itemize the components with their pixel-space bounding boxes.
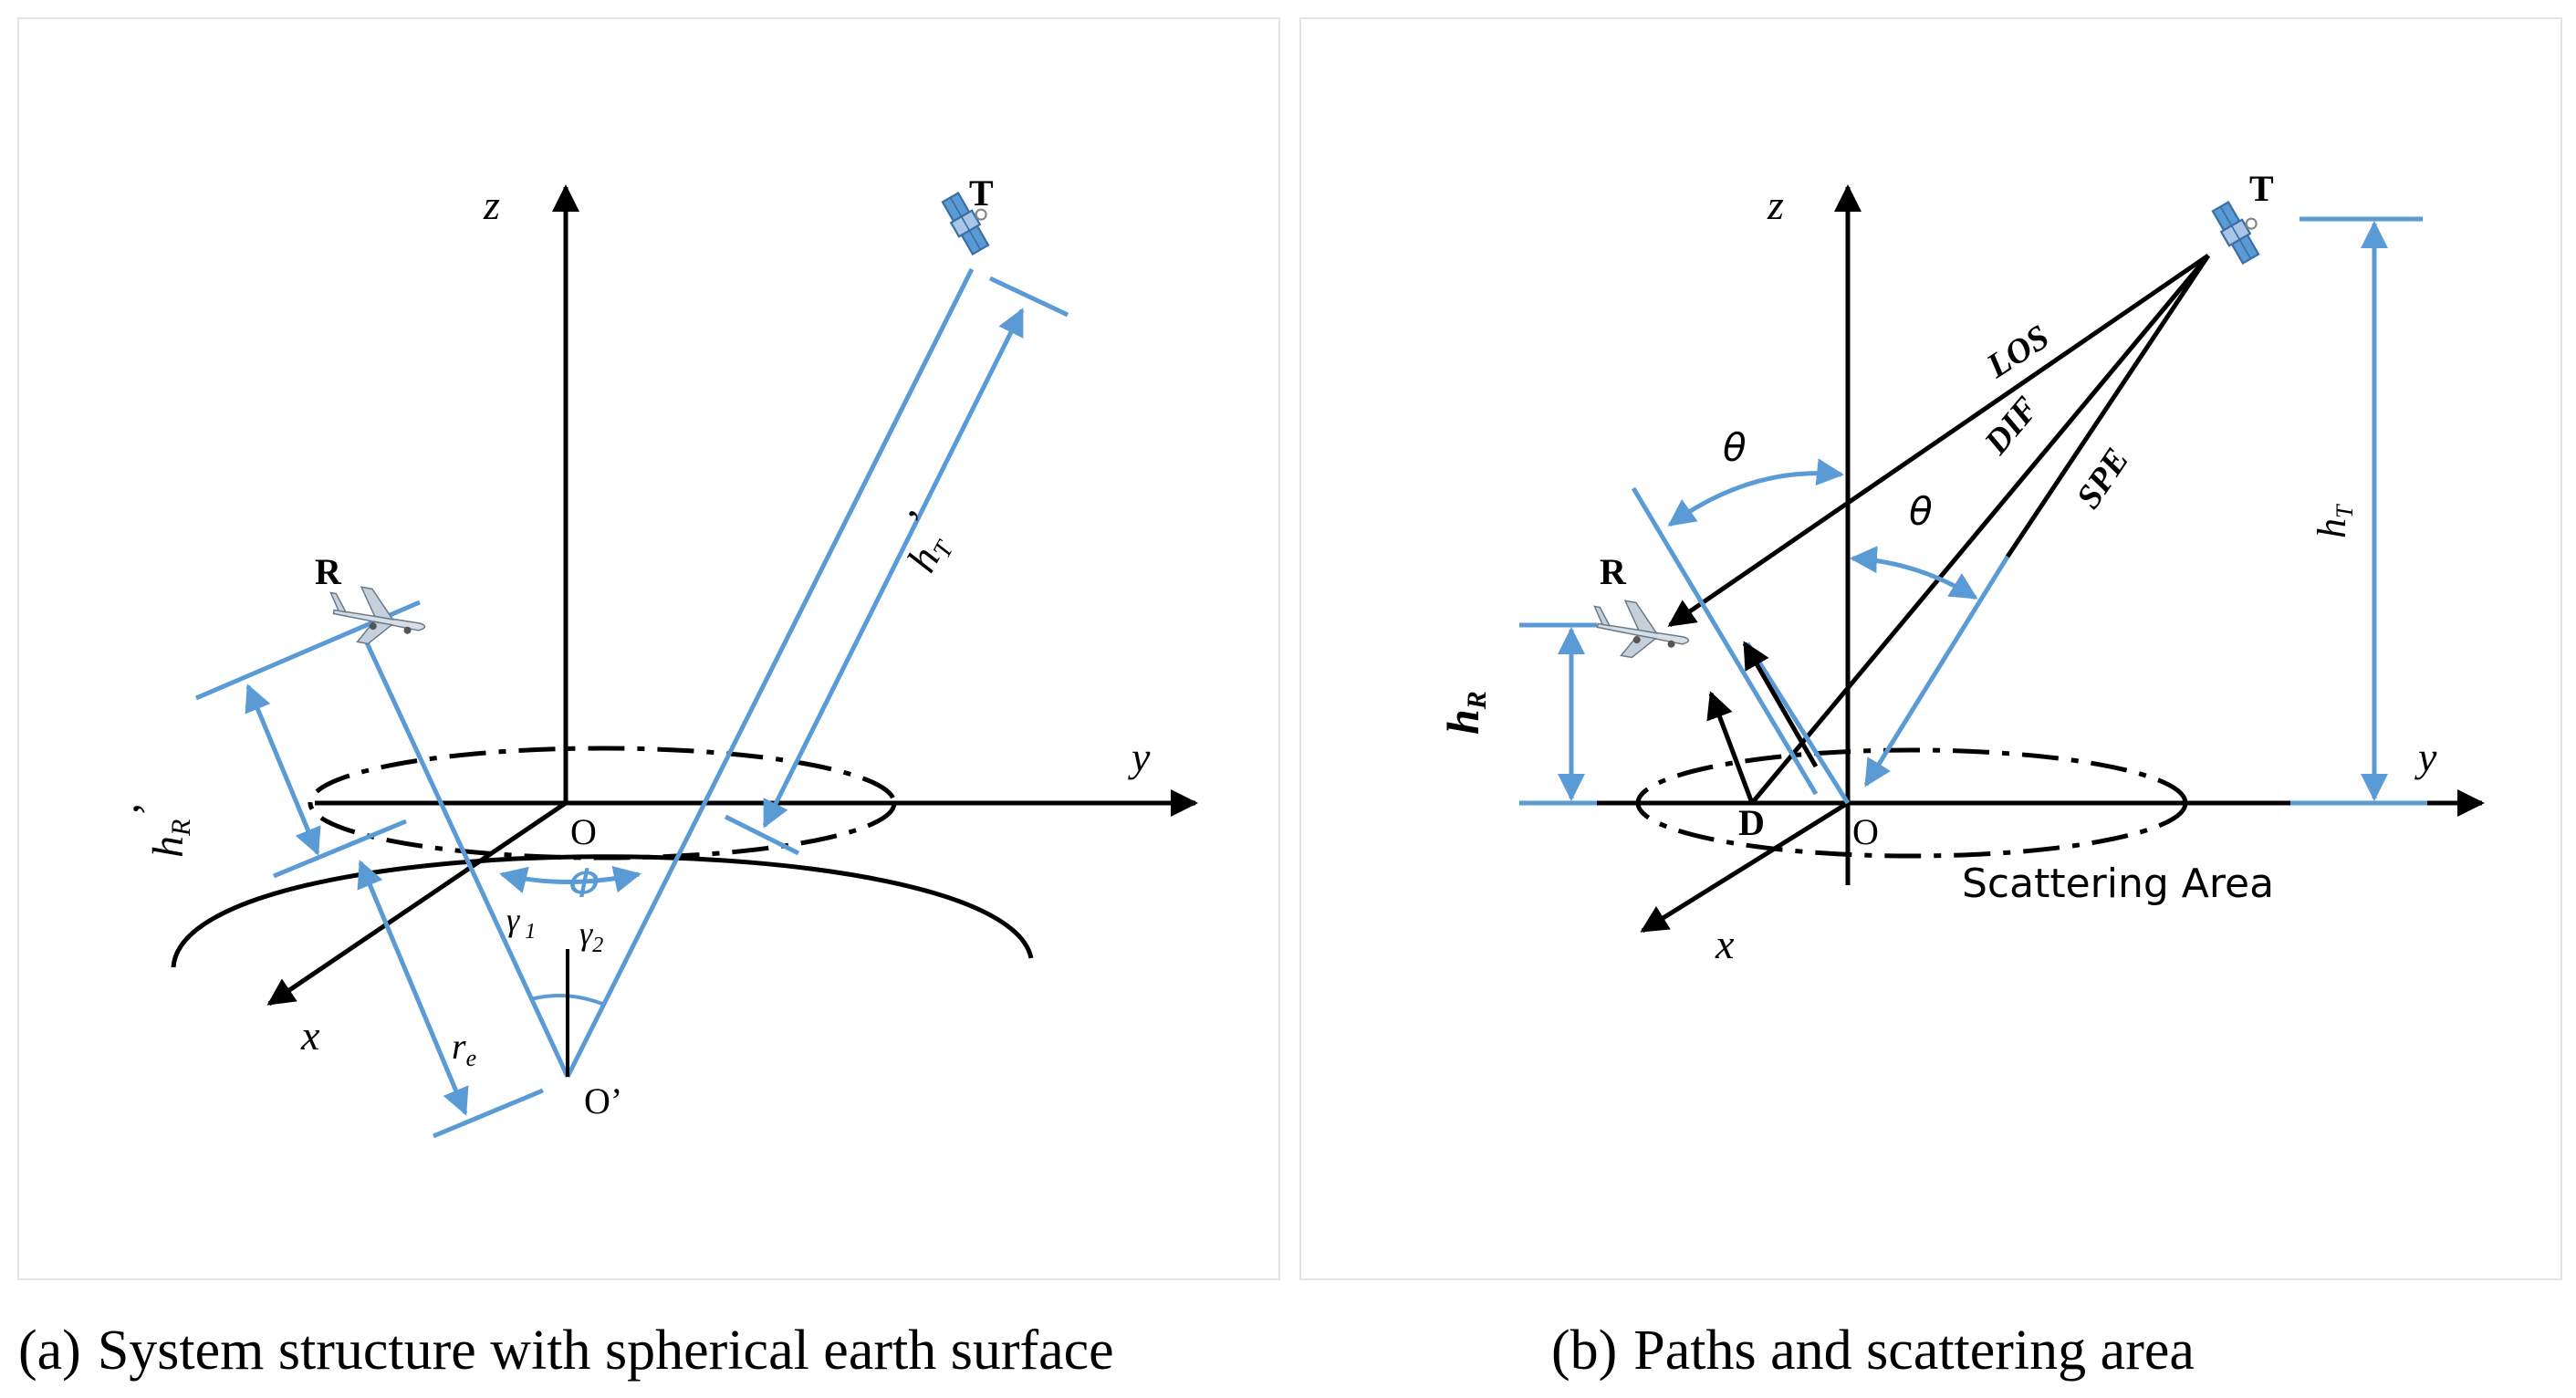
- scattering-area-label: Scattering Area: [1962, 861, 2274, 907]
- captions: (a)System structure with spherical earth…: [18, 1320, 2195, 1382]
- axis-y-label-b: y: [2414, 734, 2437, 780]
- hr-prime-tick-bottom: [273, 819, 407, 879]
- ht-prime-tick-bottom: [724, 814, 800, 856]
- phi-arc: [499, 865, 641, 893]
- dif-label: DIF: [1976, 390, 2046, 463]
- ht-prime-tick-top: [988, 276, 1069, 318]
- theta-arc-2: [1850, 546, 1978, 600]
- panel-frames: [17, 17, 2562, 1280]
- ht-prime-dimension: [762, 308, 1025, 829]
- dif-path: [1750, 254, 2210, 805]
- radius-line-to-t: [565, 267, 975, 1079]
- origin-label-b: O: [1852, 811, 1879, 852]
- panel-b-diagram: [1519, 184, 2485, 934]
- panel-a-diagram: [171, 184, 1198, 1139]
- reflected-path: [1745, 642, 1851, 805]
- axis-x-label-a: x: [300, 1012, 320, 1059]
- origin-label-a: O: [570, 811, 597, 852]
- uav-aircraft-icon: [322, 580, 431, 654]
- hr-prime-label: hR’: [124, 805, 196, 858]
- theta-arc-1: [1667, 458, 1844, 527]
- theta-label-2: θ: [1909, 489, 1933, 534]
- los-label: LOS: [1979, 318, 2056, 386]
- uav-aircraft-icon: [1586, 594, 1695, 668]
- caption-b: (b)Paths and scattering area: [1551, 1320, 2195, 1382]
- axis-z-label-b: z: [1767, 182, 1784, 228]
- diffuse-scatter-arrow: [1706, 691, 1755, 804]
- spe-blue-segment: [1863, 555, 2010, 788]
- panel-a-frame: [17, 17, 1280, 1280]
- transmitter-label-b: T: [2249, 168, 2274, 209]
- ht-label: hT: [2310, 504, 2358, 538]
- los-path: [1667, 253, 2210, 628]
- re-dimension: [357, 860, 469, 1116]
- receiver-label-b: R: [1600, 551, 1627, 592]
- theta-label-1: θ: [1723, 425, 1747, 470]
- center-label-a: O’: [584, 1080, 622, 1122]
- phi-label: Φ: [568, 861, 600, 907]
- svg-text:hR: hR: [1437, 691, 1492, 735]
- x-axis-b: [1640, 800, 1850, 934]
- axis-z-label-a: z: [483, 182, 500, 228]
- transmitter-label-a: T: [969, 172, 994, 214]
- point-d-label: D: [1738, 802, 1765, 843]
- radius-line-to-r: [362, 637, 570, 1079]
- spe-path: [2005, 254, 2211, 558]
- receiver-normal-line: [1631, 486, 1819, 796]
- svg-text:hR’: hR’: [124, 805, 196, 858]
- panel-b-frame: [1299, 17, 2562, 1280]
- caption-a: (a)System structure with spherical earth…: [18, 1320, 1114, 1382]
- hr-label: hR: [1437, 691, 1492, 735]
- gamma2-label: γ2: [579, 915, 603, 957]
- svg-text:hT: hT: [2310, 504, 2358, 538]
- receiver-label-a: R: [315, 551, 342, 592]
- axis-x-label-b: x: [1715, 921, 1735, 967]
- reflected-path-black: [1742, 641, 1819, 768]
- axis-y-label-a: y: [1128, 734, 1151, 780]
- radius-label: re: [452, 1026, 476, 1071]
- re-tick-bottom: [433, 1088, 544, 1139]
- hr-prime-dimension: [245, 683, 321, 856]
- panel-b-labels: z y x O D T R LOS DIF SPE θ θ hT hR Scat…: [1437, 168, 2437, 967]
